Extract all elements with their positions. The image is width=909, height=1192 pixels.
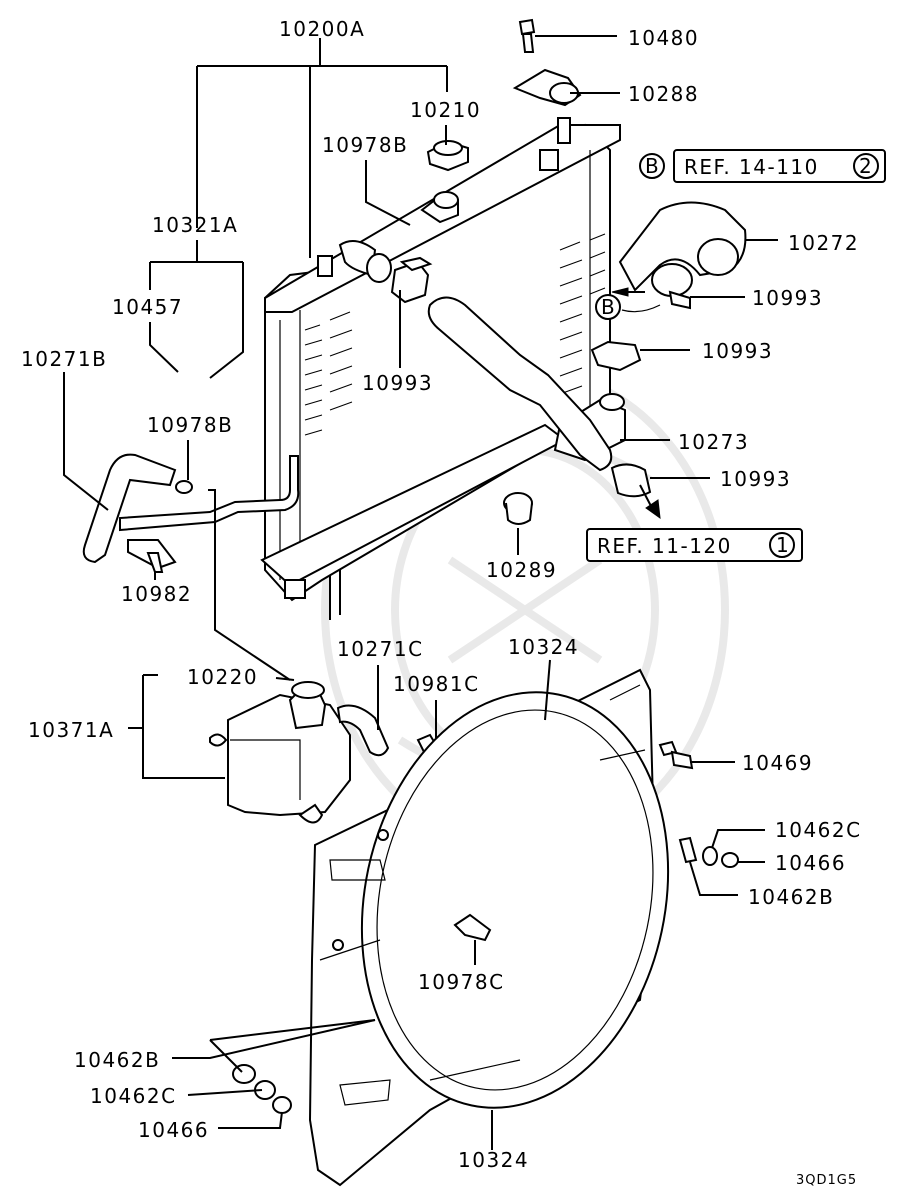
label-upper-bracket: 10288 bbox=[628, 82, 699, 106]
label-radiator-cap: 10210 bbox=[410, 98, 481, 122]
label-nut-left: 10466 bbox=[138, 1118, 209, 1142]
top-hardware bbox=[426, 18, 582, 172]
label-bolt-top: 10480 bbox=[628, 26, 699, 50]
label-upper-hose: 10272 bbox=[788, 231, 859, 255]
label-washer-b-left: 10462B bbox=[74, 1048, 160, 1072]
label-insulator: 10289 bbox=[486, 558, 557, 582]
label-washer-c-left: 10462C bbox=[90, 1084, 177, 1108]
reference-lower[interactable]: REF. 11-120 1 bbox=[586, 528, 803, 562]
hose-marker-circle bbox=[595, 294, 621, 320]
ref-upper-num: 2 bbox=[859, 154, 873, 178]
label-reserve-tank: 10371A bbox=[28, 718, 114, 742]
label-nut-right: 10466 bbox=[775, 851, 846, 875]
label-hose-clip-lower: 10978B bbox=[147, 413, 233, 437]
label-hose-bracket: 10982 bbox=[121, 582, 192, 606]
ref-upper-marker: B bbox=[645, 154, 660, 178]
diagram-code: 3QD1G5 bbox=[796, 1173, 857, 1187]
overflow-hose-drawing bbox=[82, 453, 300, 573]
ref-upper-box bbox=[673, 149, 886, 183]
ref-lower-box bbox=[586, 528, 803, 562]
core-fins bbox=[304, 233, 606, 436]
ref-lower-num-circle bbox=[769, 532, 795, 558]
label-drain-plug-gasket: 10457 bbox=[112, 295, 183, 319]
label-clamp-right-a: 10993 bbox=[752, 286, 823, 310]
label-clamp-left: 10993 bbox=[362, 371, 433, 395]
label-shroud-clip: 10978C bbox=[418, 970, 505, 994]
hose-marker: B bbox=[595, 294, 621, 320]
reserve-tank-drawing bbox=[209, 681, 438, 824]
label-tank-bolt: 10981C bbox=[393, 672, 480, 696]
ref-upper-text: REF. 14-110 bbox=[684, 155, 819, 179]
label-clamp-lower: 10993 bbox=[720, 467, 791, 491]
label-clamp-right-b: 10993 bbox=[702, 339, 773, 363]
label-shroud-top: 10324 bbox=[508, 635, 579, 659]
reference-upper[interactable]: B REF. 14-110 2 bbox=[639, 149, 886, 183]
label-radiator-assy: 10200A bbox=[279, 17, 365, 41]
radiator bbox=[260, 117, 626, 620]
label-hose-clip-upper: 10978B bbox=[322, 133, 408, 157]
label-tank-hose: 10271C bbox=[337, 637, 424, 661]
lower-hose-drawing bbox=[427, 296, 652, 525]
part-labels: 10200A 10480 10288 10210 10978B 10321A 1… bbox=[21, 17, 862, 1188]
label-reserve-cap: 10220 bbox=[187, 665, 258, 689]
label-washer-b-right: 10462B bbox=[748, 885, 834, 909]
label-shroud-bolt: 10469 bbox=[742, 751, 813, 775]
label-overflow-hose: 10271B bbox=[21, 347, 107, 371]
fan-shroud-drawing bbox=[232, 668, 739, 1187]
upper-hose-drawing bbox=[390, 201, 747, 372]
label-lower-hose: 10273 bbox=[678, 430, 749, 454]
label-shroud-bottom: 10324 bbox=[458, 1148, 529, 1172]
hose-marker-letter: B bbox=[601, 295, 616, 319]
leader-lines bbox=[63, 35, 778, 1150]
ref-upper-num-circle bbox=[853, 153, 879, 179]
label-drain-cock-assy: 10321A bbox=[152, 213, 238, 237]
ref-marker-circle bbox=[639, 153, 665, 179]
ref-lower-num: 1 bbox=[776, 533, 790, 557]
label-washer-c-right: 10462C bbox=[775, 818, 862, 842]
ref-lower-text: REF. 11-120 bbox=[597, 534, 732, 558]
